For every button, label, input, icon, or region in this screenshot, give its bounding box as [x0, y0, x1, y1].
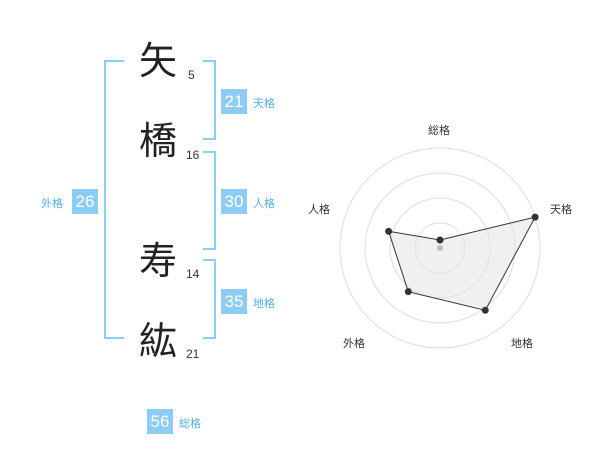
tenkaku-label: 天格: [253, 97, 275, 110]
radar-label-gaikaku: 外格: [343, 337, 365, 350]
radar-point-jinkaku: [385, 227, 393, 235]
chikaku-bracket: [203, 259, 216, 339]
chikaku-value-badge: 35: [221, 289, 247, 314]
stroke-count-2: 16: [186, 148, 200, 162]
stroke-count-1: 5: [188, 68, 195, 82]
jinkaku-value-badge: 30: [221, 189, 247, 214]
radar-point-soukaku: [436, 236, 444, 244]
radar-label-chikaku: 地格: [511, 337, 533, 350]
jinkaku-label: 人格: [253, 197, 275, 210]
gaikaku-value-badge: 26: [72, 189, 98, 214]
name-char-1: 矢: [138, 39, 177, 83]
gaikaku-label: 外格: [41, 197, 63, 210]
gaikaku-bracket: [104, 60, 124, 339]
tenkaku-value-badge: 21: [221, 89, 247, 114]
soukaku-value-badge: 56: [147, 409, 173, 434]
radar-label-soukaku: 総格: [428, 124, 450, 137]
radar-point-gaikaku: [404, 288, 412, 296]
soukaku-label: 総格: [179, 417, 201, 430]
radar-label-jinkaku: 人格: [308, 203, 330, 216]
stroke-count-3: 14: [186, 267, 200, 281]
radar-area: [387, 216, 537, 311]
radar-ring: [339, 147, 541, 349]
name-char-3: 寿: [138, 239, 177, 283]
radar-point-chikaku: [481, 306, 489, 314]
radar-center-point: [437, 245, 443, 251]
stroke-count-4: 21: [186, 347, 200, 361]
jinkaku-bracket: [203, 151, 216, 250]
radar-label-tenkaku: 天格: [550, 203, 572, 216]
radar-point-tenkaku: [531, 213, 539, 221]
name-char-2: 橋: [138, 119, 177, 163]
chikaku-label: 地格: [253, 297, 275, 310]
name-char-4: 紘: [138, 319, 177, 363]
tenkaku-bracket: [203, 60, 216, 140]
